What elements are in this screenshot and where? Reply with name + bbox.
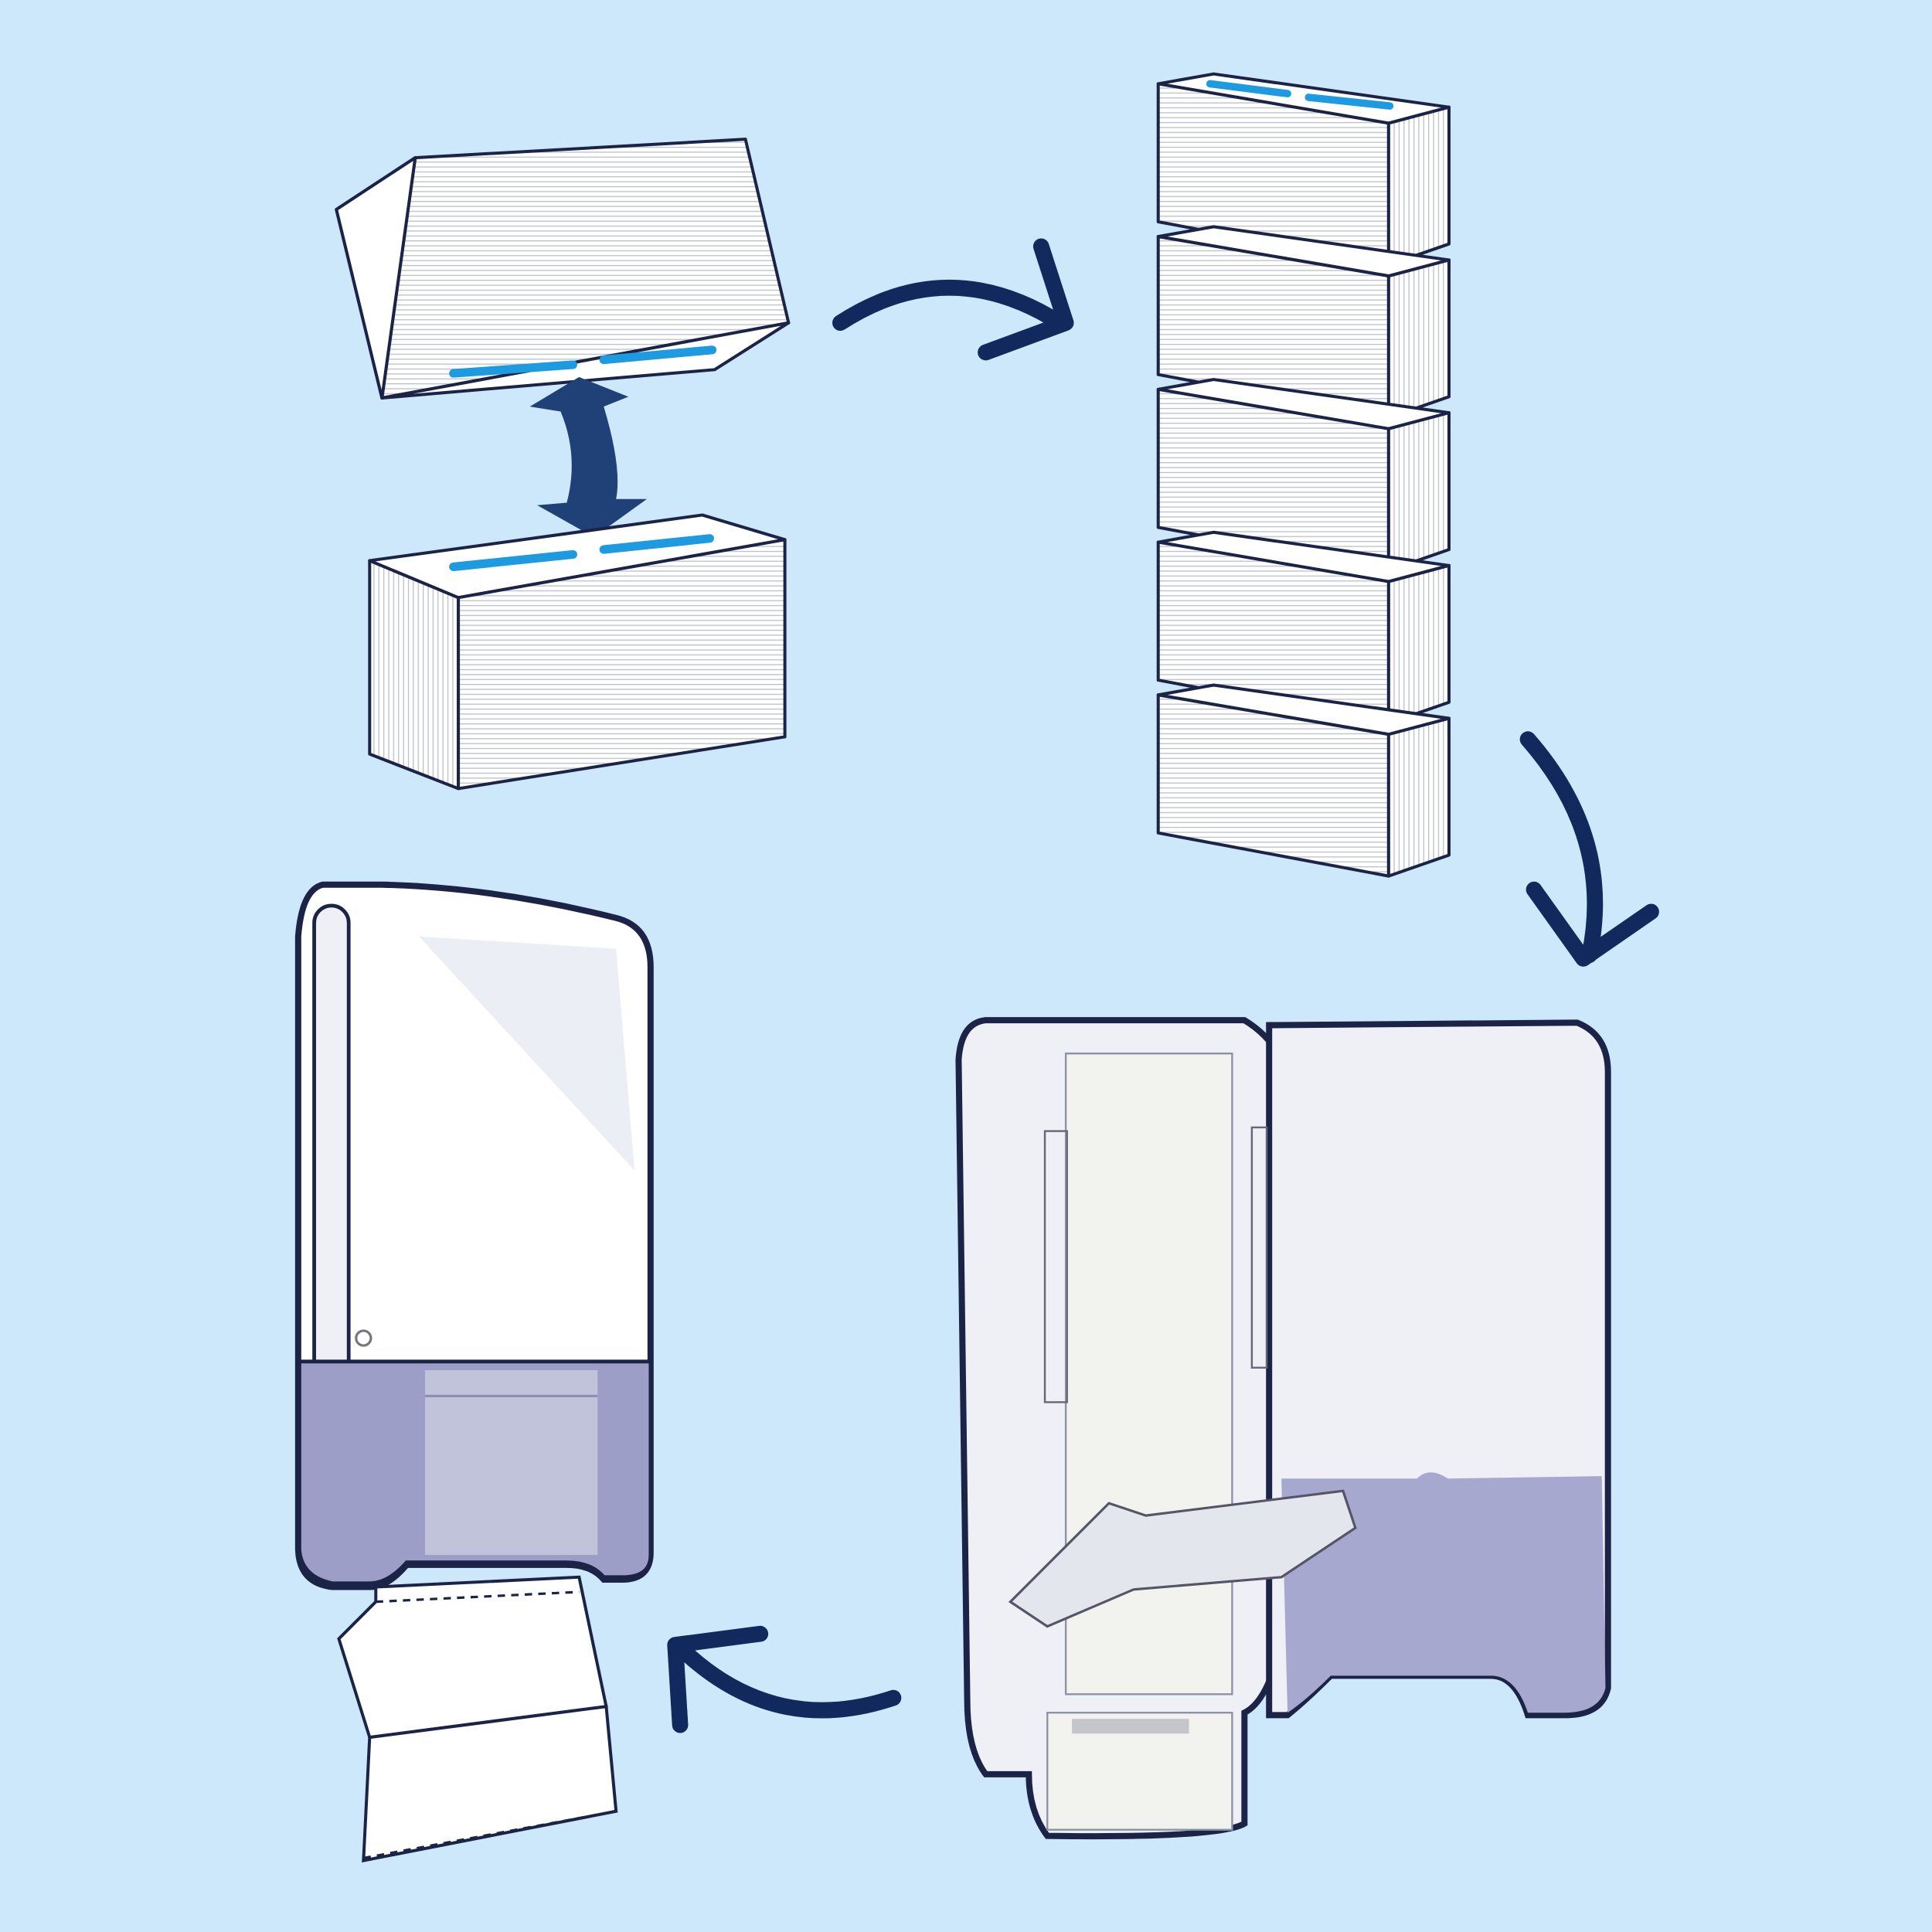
pack-stack xyxy=(1156,72,1451,878)
dispensed-towel xyxy=(337,1575,618,1862)
pack-stripe xyxy=(1206,80,1291,97)
closed-dispenser xyxy=(294,881,654,1590)
pack-stripe xyxy=(1304,94,1394,110)
stacked-towel-pack xyxy=(1156,378,1451,573)
pack-stripe xyxy=(599,534,714,554)
curved-arrow-icon xyxy=(832,238,1074,361)
stacked-towel-pack xyxy=(1156,683,1451,878)
curved-arrow-icon xyxy=(667,1625,902,1733)
pack-stripe xyxy=(449,360,577,378)
stacked-towel-pack xyxy=(1156,530,1451,725)
pack-stripe xyxy=(449,549,577,571)
double-arrow-icon xyxy=(529,376,648,538)
stacked-towel-pack xyxy=(1156,225,1451,420)
lock-icon xyxy=(355,1329,372,1347)
open-dispenser xyxy=(955,1017,1611,1840)
dispenser-tint-panel xyxy=(1281,1472,1606,1713)
curved-arrow-icon xyxy=(1519,731,1659,967)
pack-stripe xyxy=(599,345,717,365)
stacked-towel-pack xyxy=(1156,72,1451,267)
tilted-towel-pack xyxy=(335,138,791,400)
towel-pack xyxy=(368,513,787,791)
